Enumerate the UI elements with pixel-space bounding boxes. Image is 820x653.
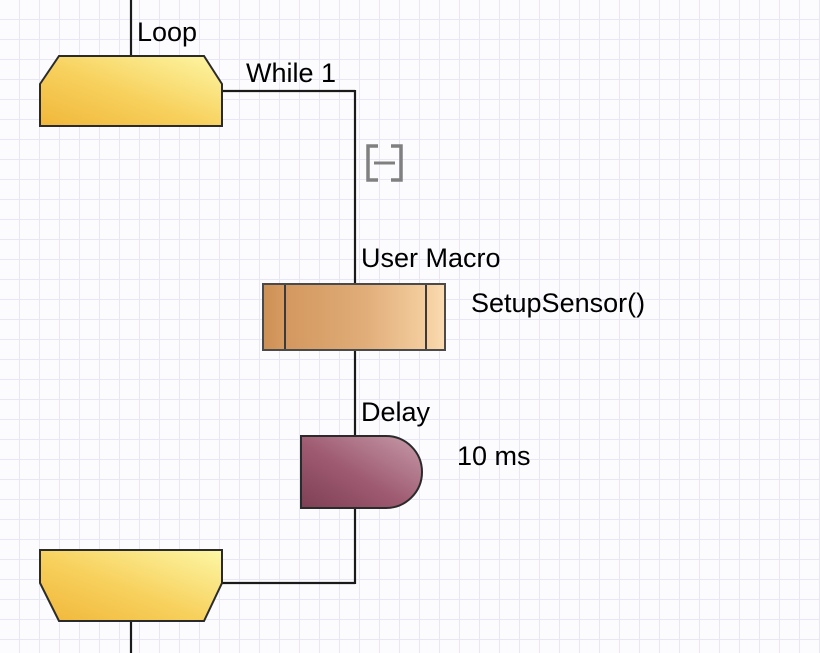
node-loop-end-shape[interactable] [39,549,223,622]
node-loop-begin-shape[interactable] [39,55,223,127]
label-loop-begin: Loop [137,17,198,47]
label-user-macro: User Macro [361,243,501,273]
node-delay-shape[interactable] [300,435,423,509]
node-user-macro-shape[interactable] [262,283,446,351]
param-loop-begin: While 1 [246,58,337,88]
label-delay: Delay [361,397,431,427]
param-delay: 10 ms [457,441,531,471]
collapse-toggle-icon[interactable] [366,144,403,182]
param-user-macro: SetupSensor() [471,288,646,318]
